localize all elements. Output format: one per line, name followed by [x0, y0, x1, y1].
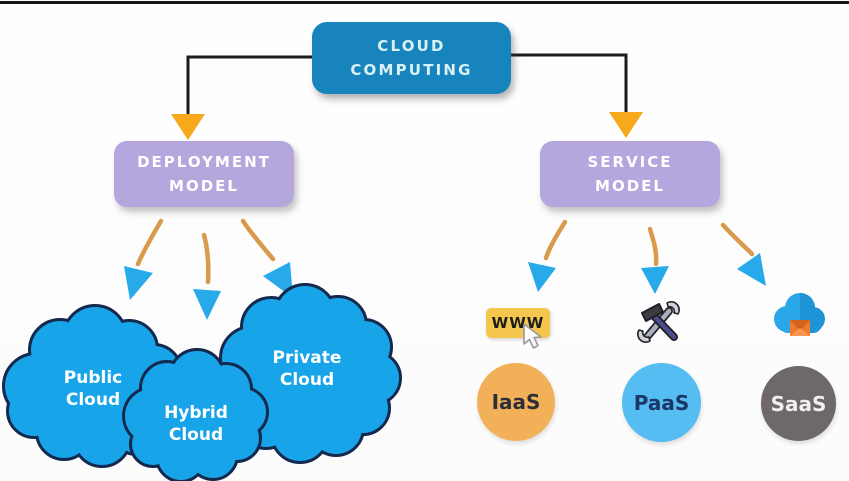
www-badge-text: WWW [491, 314, 545, 332]
arrowhead-to-deployment [171, 114, 205, 140]
arrowhead-to-service [609, 112, 643, 138]
blue-arrowhead [528, 262, 556, 292]
mouse-cursor-icon [523, 323, 542, 349]
blue-arrowheads [124, 253, 766, 320]
arrow-to-private-cloud [240, 218, 276, 262]
node-saas: SaaS [761, 366, 836, 441]
arrow-to-public-cloud [135, 218, 164, 267]
hammer-wrench-icon [637, 301, 680, 343]
www-browser-icon: WWW [486, 308, 550, 338]
blue-arrowhead [737, 253, 766, 286]
connector-left [186, 55, 318, 114]
node-deployment-model: DEPLOYMENT MODEL [114, 141, 294, 207]
node-iaas: IaaS [477, 363, 555, 441]
cloud-label-private: Private Cloud [272, 348, 342, 391]
arrow-to-saas [720, 222, 755, 257]
cloud-mail-icon [774, 293, 825, 336]
node-cloud-computing: CLOUD COMPUTING [312, 22, 511, 94]
blue-arrowhead [124, 266, 153, 300]
connector-right [511, 53, 628, 112]
curved-arrows [135, 218, 755, 285]
gold-arrowheads [171, 112, 643, 140]
tree-connectors [186, 53, 628, 114]
blue-arrowhead [641, 266, 669, 294]
arrow-to-iaas [543, 219, 568, 261]
top-border-line [0, 1, 849, 4]
arrow-to-paas [647, 226, 659, 267]
cloud-label-hybrid: Hybrid Cloud [164, 403, 228, 446]
blue-arrowhead [193, 289, 221, 320]
blue-arrowhead [263, 262, 293, 298]
arrow-to-hybrid-cloud [201, 232, 211, 285]
cloud-label-public: Public Cloud [63, 368, 123, 411]
node-paas: PaaS [622, 363, 701, 442]
node-service-model: SERVICE MODEL [540, 141, 720, 207]
